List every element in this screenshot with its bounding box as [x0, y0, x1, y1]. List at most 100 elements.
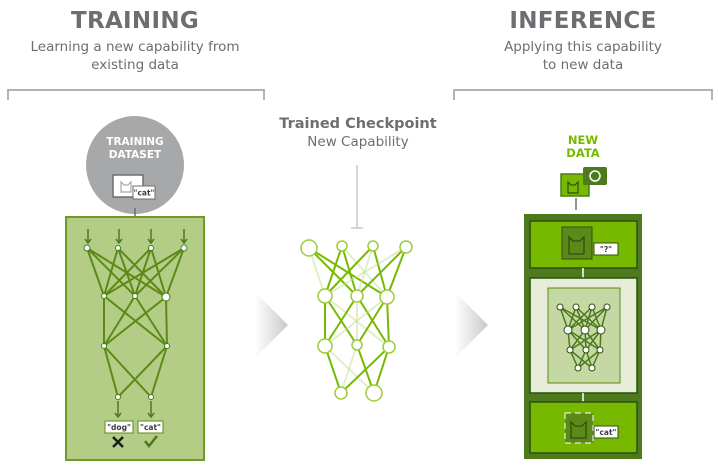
training-subtitle-line2: existing data [91, 57, 179, 73]
network-edge [103, 295, 136, 347]
training-dataset-label: TRAINING DATASET [86, 136, 184, 162]
network-node [132, 293, 138, 299]
network-edge [577, 349, 601, 369]
training-subtitle: Learning a new capability from existing … [0, 38, 270, 74]
network-edge [324, 296, 388, 347]
network-node [336, 240, 348, 252]
network-edge [356, 246, 407, 297]
network-node [556, 303, 564, 311]
network-node [603, 303, 611, 311]
arrow-head-icon [115, 238, 123, 245]
network-node [582, 346, 590, 354]
inference-subtitle-line1: Applying this capability [504, 39, 662, 55]
network-node [148, 394, 154, 400]
network-node [367, 240, 379, 252]
network-edge [372, 245, 388, 298]
dataset-image-icon: "cat" [112, 174, 156, 218]
dataset-label-line2: DATASET [108, 149, 162, 161]
arrow-head-icon [84, 238, 92, 245]
dataset-tag-text: "cat" [134, 189, 155, 198]
network-node [588, 303, 596, 311]
network-edge [103, 247, 119, 297]
training-network [83, 229, 188, 419]
network-edge [386, 296, 390, 348]
network-node [317, 338, 333, 354]
network-node [351, 339, 363, 351]
network-node [148, 245, 154, 251]
network-node [317, 288, 333, 304]
network-node [101, 293, 107, 299]
training-subtitle-line1: Learning a new capability from [30, 39, 240, 55]
new-data-line1: NEW [567, 133, 599, 147]
network-edge [584, 306, 608, 331]
network-node [382, 340, 396, 354]
output-tag-text: "cat" [596, 428, 617, 437]
checkpoint-subtitle: New Capability [307, 134, 409, 150]
network-node [350, 289, 364, 303]
arrow-head-icon [114, 412, 122, 419]
network-node [588, 364, 596, 372]
network-edge [134, 295, 168, 347]
network-edge [324, 295, 358, 347]
network-edge [340, 344, 358, 394]
output-dog-text: "dog" [107, 423, 131, 432]
cat-face-icon-output [570, 420, 587, 439]
network-edge [103, 247, 152, 297]
network-edge [86, 247, 105, 297]
network-edge [324, 245, 374, 297]
network-node [115, 245, 121, 251]
network-node [164, 343, 170, 349]
output-cat-text: "cat" [140, 423, 161, 432]
network-node [161, 292, 171, 302]
arrow-head-icon [147, 412, 155, 419]
network-node [566, 346, 574, 354]
network-node [580, 325, 590, 335]
network-node [115, 394, 121, 400]
checkpoint-title: Trained Checkpoint [279, 116, 437, 132]
network-edge [567, 329, 601, 351]
network-node [101, 343, 107, 349]
network-node [83, 244, 91, 252]
network-edge [150, 345, 168, 398]
input-tag-text: "?" [600, 245, 612, 254]
network-node [379, 289, 395, 305]
cat-face-icon [568, 235, 585, 255]
training-bracket [7, 89, 265, 100]
network-edge [324, 246, 407, 297]
inference-network [556, 303, 611, 372]
network-edge [340, 346, 390, 394]
training-network-panel [65, 216, 205, 461]
network-edge [134, 247, 185, 297]
new-data-camera-icon [560, 167, 607, 210]
chevron-arrow-icon-1 [255, 292, 288, 358]
network-node [563, 325, 573, 335]
network-node [596, 325, 606, 335]
network-node [574, 364, 582, 372]
network-edge [324, 245, 343, 297]
inference-subtitle-line2: to new data [542, 57, 624, 73]
inference-title: INFERENCE [509, 8, 657, 34]
x-mark-icon [112, 436, 124, 448]
network-edge [103, 247, 185, 297]
network-node [180, 244, 188, 252]
network-node [300, 239, 318, 257]
network-edge [386, 246, 407, 298]
network-edge [103, 296, 167, 347]
network-edge [324, 345, 342, 394]
network-edge [103, 345, 152, 398]
network-node [596, 346, 604, 354]
dataset-label-line1: TRAINING [106, 136, 164, 148]
training-outputs: "dog" "cat" [104, 420, 164, 449]
network-edge [103, 345, 119, 398]
inference-subtitle: Applying this capability to new data [448, 38, 718, 74]
training-title: TRAINING [70, 8, 200, 34]
network-edge [356, 296, 388, 346]
network-edge [569, 329, 602, 351]
network-node [399, 240, 413, 254]
network-edge [567, 306, 593, 331]
inference-bracket [453, 89, 713, 100]
chevron-arrow-icon-2 [455, 292, 488, 358]
network-edge [165, 296, 168, 347]
network-edge [117, 345, 168, 398]
